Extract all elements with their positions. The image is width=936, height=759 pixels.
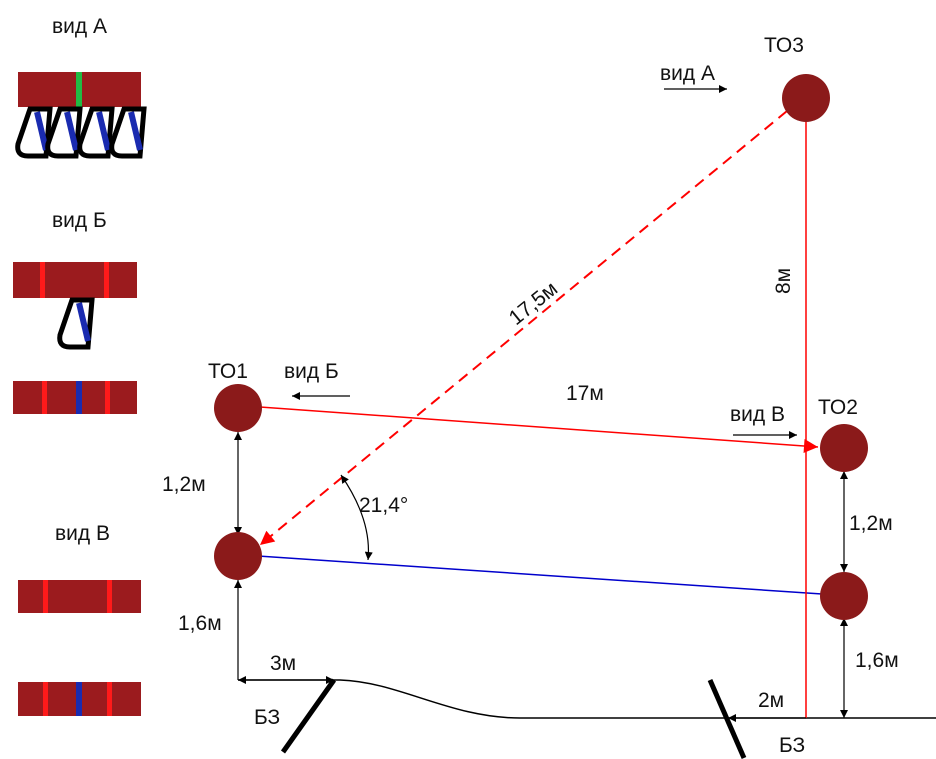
distance-17-label: 17м bbox=[566, 382, 604, 405]
rope-stripe-red bbox=[107, 580, 112, 613]
carabiner-icon bbox=[57, 297, 95, 350]
legend-view-a-title: вид А bbox=[52, 15, 107, 38]
dimension-right-upper-label: 1,2м bbox=[849, 512, 893, 535]
rope-stripe-red bbox=[105, 381, 110, 414]
legend-view-v: вид В bbox=[18, 522, 141, 716]
view-v-arrow: вид В bbox=[730, 403, 797, 439]
rope-stripe-blue bbox=[76, 381, 82, 414]
legend-view-v-title: вид В bbox=[55, 522, 110, 545]
rope-stripe-red bbox=[43, 580, 48, 613]
node-to2 bbox=[820, 424, 868, 472]
rope-block bbox=[13, 381, 137, 414]
belay-label-right: БЗ bbox=[779, 734, 805, 757]
rope-block bbox=[13, 262, 137, 298]
dimension-left-horizontal-label: 3м bbox=[270, 652, 296, 675]
dimension-left-upper-label: 1,2м bbox=[162, 473, 206, 496]
view-a-arrow: вид А bbox=[660, 62, 727, 93]
node-to1 bbox=[214, 384, 262, 432]
belay-stake-left bbox=[280, 678, 337, 754]
view-a-arrow-label: вид А bbox=[660, 62, 715, 85]
view-v-arrow-label: вид В bbox=[730, 403, 785, 426]
distance-8-label: 8м bbox=[772, 268, 795, 294]
rope-blue-lower bbox=[257, 555, 823, 595]
rope-dashed-diagonal bbox=[259, 110, 788, 546]
ground-line bbox=[238, 679, 936, 719]
node-to2-label: ТО2 bbox=[818, 396, 858, 419]
rope-stripe-green bbox=[76, 72, 82, 107]
node-to2-lower bbox=[820, 572, 868, 620]
rope-stripe-red bbox=[40, 262, 45, 298]
dimension-left-lower-label: 1,6м bbox=[178, 612, 222, 635]
node-to1-label: ТО1 bbox=[208, 360, 248, 383]
node-to1-lower bbox=[214, 532, 262, 580]
rope-to1-to2 bbox=[259, 406, 819, 453]
legend-view-b: вид Б bbox=[13, 209, 137, 414]
rope-stripe-red bbox=[107, 682, 112, 716]
rope-stripe-blue bbox=[76, 682, 82, 716]
node-to3-label: ТО3 bbox=[764, 34, 804, 57]
legend-view-a: вид А bbox=[15, 15, 147, 159]
carabiner-icon bbox=[15, 106, 147, 159]
legend-view-b-title: вид Б bbox=[52, 209, 107, 232]
view-b-arrow-label: вид Б bbox=[284, 360, 339, 383]
dimension-right-horizontal-label: 2м bbox=[758, 689, 784, 712]
rope-stripe-red bbox=[43, 682, 48, 716]
angle-arc bbox=[340, 474, 373, 561]
node-to3 bbox=[782, 74, 830, 122]
rope-stripe-red bbox=[104, 262, 109, 298]
belay-label-left: БЗ bbox=[254, 706, 280, 729]
distance-17-5-label: 17,5м bbox=[505, 277, 562, 330]
view-b-arrow: вид Б bbox=[284, 360, 350, 400]
dimension-right-lower-label: 1,6м bbox=[855, 649, 899, 672]
angle-label: 21,4° bbox=[359, 494, 408, 517]
belay-stake-right bbox=[707, 679, 747, 759]
rope-stripe-red bbox=[42, 381, 47, 414]
rope-block bbox=[18, 580, 141, 613]
